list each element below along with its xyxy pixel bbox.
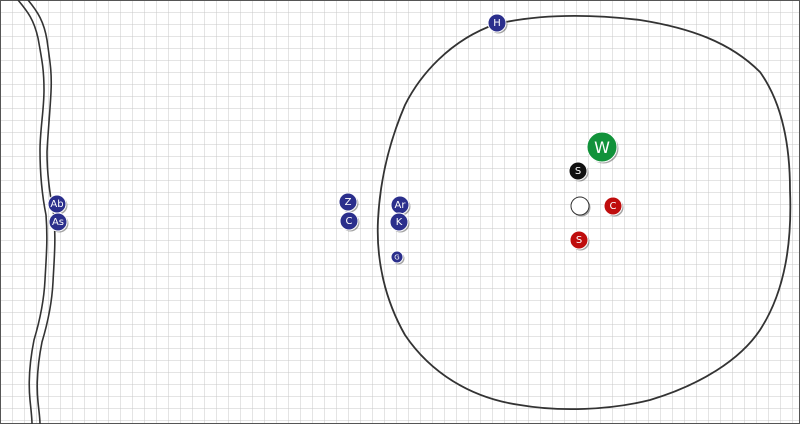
token-label: Ar [395, 200, 407, 211]
token-c-blue[interactable]: C [339, 211, 360, 232]
token-label: H [493, 18, 501, 29]
token-disc[interactable] [603, 196, 623, 216]
token-s-red[interactable]: S [569, 230, 590, 251]
token-label: G [394, 254, 399, 262]
token-c-red[interactable]: C [603, 196, 624, 217]
arena-outline [376, 15, 792, 411]
token-disc[interactable] [568, 161, 588, 181]
token-label: K [396, 217, 403, 228]
token-label: W [594, 138, 610, 157]
token-label: As [52, 217, 64, 228]
token-label: Z [345, 197, 352, 208]
token-z[interactable]: Z [338, 192, 359, 213]
token-label: S [576, 235, 582, 246]
token-disc[interactable] [339, 211, 359, 231]
token-disc[interactable] [48, 212, 68, 232]
token-disc[interactable] [389, 212, 409, 232]
token-disc[interactable] [487, 13, 507, 33]
token-w[interactable]: W [586, 131, 619, 164]
token-disc[interactable] [390, 250, 404, 264]
token-blank[interactable] [570, 196, 591, 217]
token-as[interactable]: As [48, 212, 69, 233]
token-disc[interactable] [570, 196, 590, 216]
token-label: S [575, 166, 581, 177]
token-disc[interactable] [338, 192, 358, 212]
token-s-black[interactable]: S [568, 161, 589, 182]
token-label: C [346, 216, 353, 227]
token-label: C [610, 201, 617, 212]
token-disc[interactable] [569, 230, 589, 250]
token-hunter[interactable]: H [487, 13, 508, 34]
token-k[interactable]: K [389, 212, 410, 233]
token-label: Ab [50, 199, 63, 210]
token-ar[interactable]: Ar [390, 195, 411, 216]
token-disc[interactable] [586, 131, 618, 163]
token-g[interactable]: G [390, 250, 405, 265]
token-ab[interactable]: Ab [47, 194, 68, 215]
river-bank-left [17, 0, 48, 424]
